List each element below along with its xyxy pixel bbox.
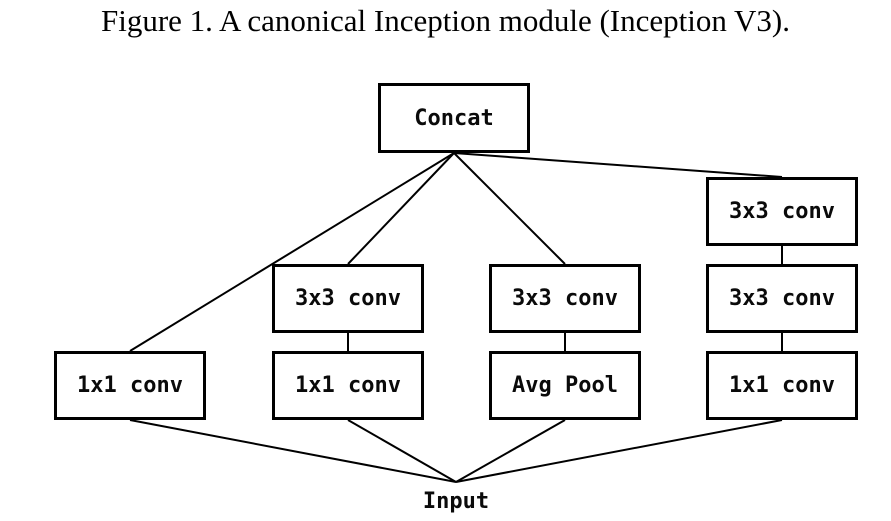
node-branch3-avg-pool: Avg Pool xyxy=(489,351,641,420)
node-branch4-3x3-conv-top: 3x3 conv xyxy=(706,177,858,246)
node-branch4-3x3-conv-mid: 3x3 conv xyxy=(706,264,858,333)
edge-concat-to-branch2_3x3 xyxy=(347,152,455,265)
edge-concat-to-branch3_3x3 xyxy=(453,152,566,265)
node-branch3-3x3-conv: 3x3 conv xyxy=(489,264,641,333)
edge-concat-to-branch4_3x3_top xyxy=(453,152,783,178)
edge-concat-to-branch1_1x1 xyxy=(129,152,455,352)
figure-caption: Figure 1. A canonical Inception module (… xyxy=(100,3,790,38)
edge-branch2_1x1-to-input xyxy=(347,419,457,483)
node-branch1-1x1-conv: 1x1 conv xyxy=(54,351,206,420)
edge-branch1_1x1-to-input xyxy=(129,419,457,483)
node-branch2-1x1-conv: 1x1 conv xyxy=(272,351,424,420)
edge-bran3_avgpool-to-input xyxy=(455,419,566,483)
node-concat: Concat xyxy=(378,83,530,153)
input-label: Input xyxy=(422,489,490,514)
node-branch4-1x1-conv: 1x1 conv xyxy=(706,351,858,420)
node-branch2-3x3-conv: 3x3 conv xyxy=(272,264,424,333)
edge-branch4_1x1-to-input xyxy=(455,419,783,483)
